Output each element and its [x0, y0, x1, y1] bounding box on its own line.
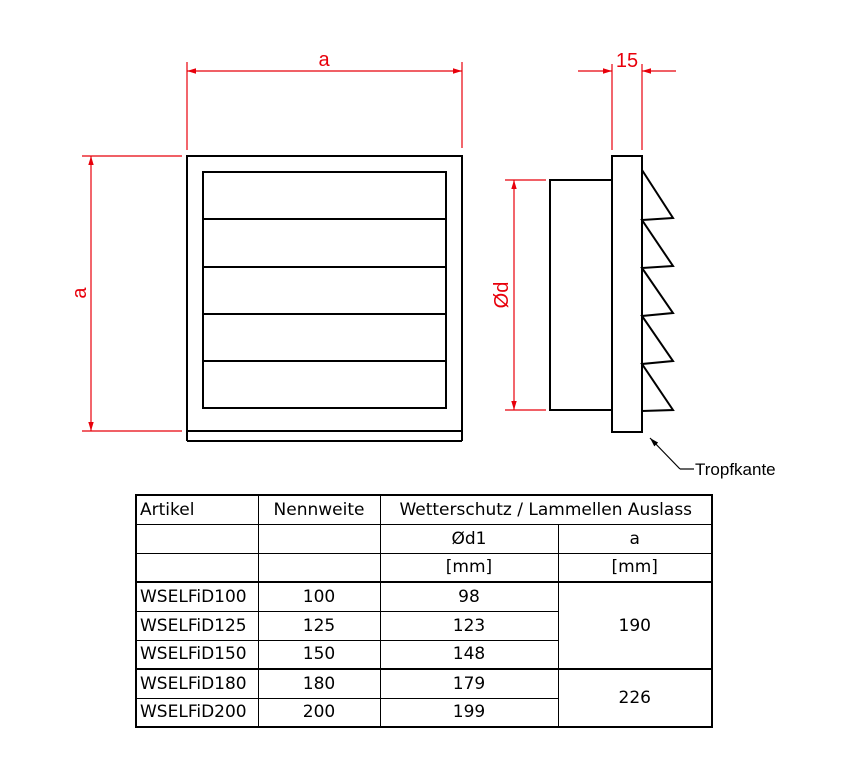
drip-edge-leader — [649, 437, 694, 470]
cell-artikel: WSELFiD125 — [135, 610, 259, 641]
cell-nennweite: 100 — [257, 581, 381, 612]
cell-artikel: WSELFiD200 — [135, 697, 259, 728]
cell-d1: 123 — [379, 610, 559, 641]
cell-nennweite: 150 — [257, 639, 381, 670]
drip-edge-label: Tropfkante — [695, 460, 776, 479]
cell-nennweite: 125 — [257, 610, 381, 641]
front-width-label: a — [318, 49, 330, 71]
cell-a-group-2: 226 — [557, 668, 713, 728]
side-pipe-socket — [549, 179, 613, 411]
front-lamellae-field — [202, 171, 447, 409]
table-row: WSELFiD100 100 98 190 — [135, 581, 713, 670]
cell-artikel: WSELFiD100 — [135, 581, 259, 612]
flange-dimension — [578, 64, 676, 150]
front-frame-outer — [186, 155, 463, 432]
subheader-d1: Ød1 — [379, 523, 559, 554]
subheader-empty-2 — [257, 523, 381, 554]
technical-drawing: a a 15 Ød Tropfkante — [69, 49, 776, 479]
side-lamellae — [640, 169, 675, 412]
front-height-dimension — [82, 155, 182, 432]
header-wetterschutz: Wetterschutz / Lammellen Auslass — [379, 494, 713, 525]
header-nennweite: Nennweite — [257, 494, 381, 525]
table-row: WSELFiD200 200 199 — [135, 697, 712, 728]
front-width-dimension — [186, 62, 463, 150]
flange-label: 15 — [616, 50, 638, 72]
cell-d1: 199 — [379, 697, 559, 728]
subheader-a: a — [557, 523, 713, 554]
side-flange — [611, 155, 643, 433]
cell-artikel: WSELFiD150 — [135, 639, 259, 670]
cell-d1: 98 — [379, 581, 559, 612]
units-empty-1 — [135, 552, 259, 583]
subheader-empty-1 — [135, 523, 259, 554]
front-view — [186, 155, 463, 442]
cell-nennweite: 200 — [257, 697, 381, 728]
side-view — [549, 155, 675, 433]
units-a: [mm] — [557, 552, 713, 583]
front-height-label: a — [69, 287, 91, 299]
table-subheader-row: Ød1 a — [135, 523, 713, 554]
diameter-label: Ød — [491, 282, 513, 309]
header-artikel: Artikel — [135, 494, 259, 525]
cell-d1: 179 — [379, 668, 559, 699]
spec-table: Artikel Nennweite Wetterschutz / Lammell… — [135, 494, 713, 728]
cell-a-group-1: 190 — [557, 581, 713, 670]
table-row: WSELFiD180 180 179 226 — [135, 668, 713, 728]
table-header-row: Artikel Nennweite Wetterschutz / Lammell… — [135, 494, 713, 525]
diameter-dimension — [505, 179, 546, 411]
cell-artikel: WSELFiD180 — [135, 668, 259, 699]
cell-d1: 148 — [379, 639, 559, 670]
units-empty-2 — [257, 552, 381, 583]
table-row: WSELFiD150 150 148 — [135, 639, 712, 670]
units-d1: [mm] — [379, 552, 559, 583]
cell-nennweite: 180 — [257, 668, 381, 699]
table-row: WSELFiD125 125 123 — [135, 610, 712, 641]
table-units-row: [mm] [mm] — [135, 552, 713, 583]
